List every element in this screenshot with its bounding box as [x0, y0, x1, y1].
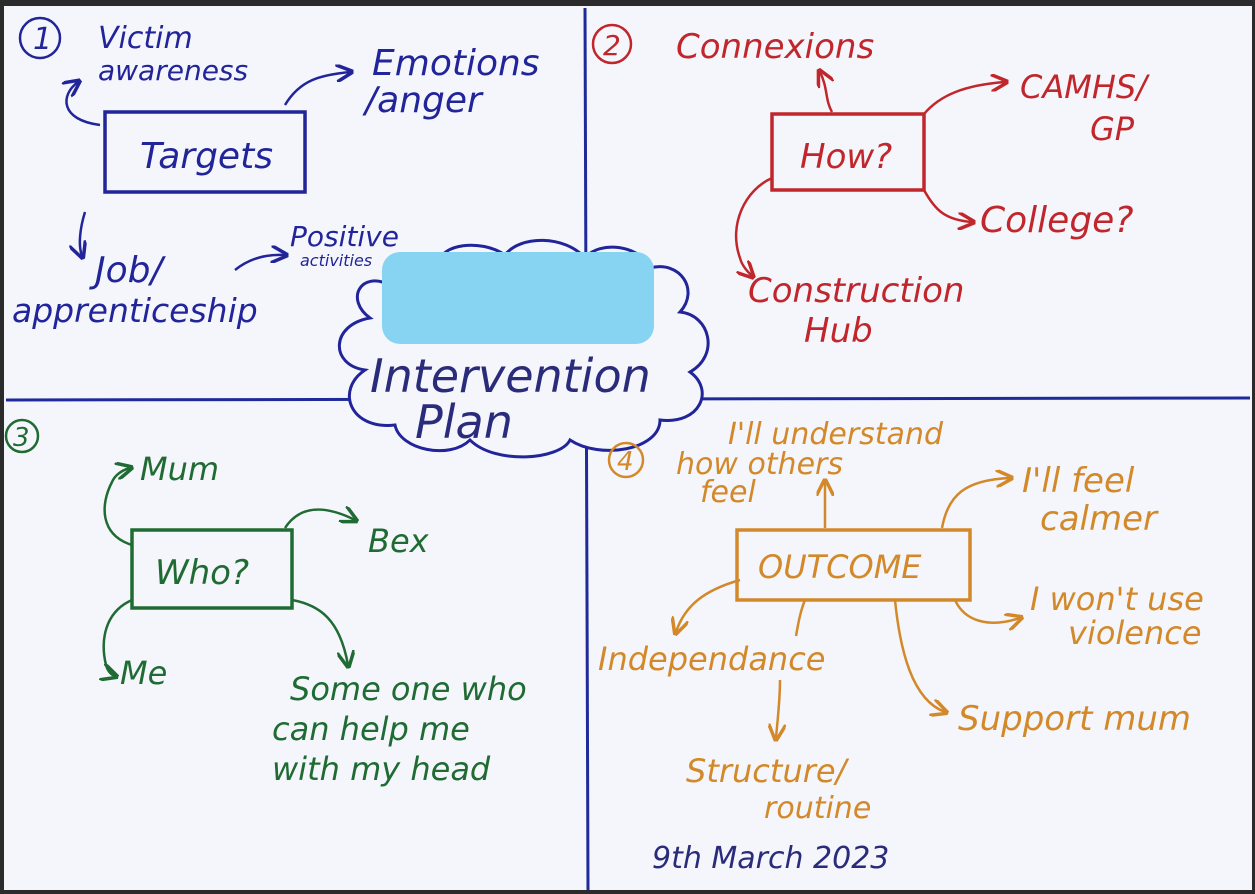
- q4-arrow-support: [893, 599, 945, 712]
- q4-line-independance: [794, 599, 807, 637]
- q1-emotions-line2: /anger: [362, 80, 484, 121]
- center-title-line1: Intervention: [370, 349, 651, 403]
- q3-me: Me: [120, 654, 167, 692]
- q1-arrow-victim: [66, 82, 101, 127]
- q2-arrow-connexions: [820, 72, 832, 113]
- q2-number-circle: [591, 23, 633, 65]
- q4-arrow-structure: [776, 679, 780, 738]
- q2-arrow-college: [922, 189, 972, 222]
- q4-violence-line1: I won't use: [1030, 580, 1204, 618]
- q3-number-circle: [4, 418, 40, 454]
- q1-arrow-emotions: [283, 72, 350, 106]
- q4-understand-line2: how others: [676, 447, 843, 482]
- q4-arrow-calmer: [940, 478, 1010, 529]
- q1-victim-line2: awareness: [98, 54, 248, 87]
- q4-calmer-line2: calmer: [1040, 499, 1159, 539]
- q1-arrow-job: [80, 211, 85, 256]
- q1-job-line1: Job/: [89, 250, 166, 291]
- vertical-divider: [583, 7, 590, 891]
- q4-number-circle: [607, 441, 645, 479]
- redacted-name: [382, 252, 654, 344]
- q4-number: 4: [617, 447, 634, 477]
- q3-mum: Mum: [140, 450, 219, 488]
- q3-someone-line1: Some one who: [290, 670, 527, 708]
- q1-targets-box: [103, 110, 307, 194]
- q3-someone-line2: can help me: [272, 710, 470, 748]
- q4-structure-line1: Structure/: [686, 752, 850, 790]
- q4-outcome-label: OUTCOME: [758, 548, 922, 586]
- q3-arrow-bex: [283, 510, 355, 529]
- q1-number-circle: [18, 16, 62, 60]
- q1-arrow-positive: [234, 255, 285, 271]
- q2-arrow-construction: [734, 176, 773, 276]
- q4-arrow-independance: [676, 578, 741, 632]
- q4-structure-line2: routine: [764, 791, 871, 826]
- q4-outcome-box: [735, 528, 972, 602]
- q3-who-box: [130, 528, 294, 610]
- q1-positive-line1: Positive: [290, 220, 399, 253]
- q1-targets-label: Targets: [140, 136, 273, 177]
- q3-who-label: Who?: [155, 553, 249, 593]
- q3-number: 3: [13, 423, 30, 453]
- q1-positive-line2: activities: [300, 251, 372, 270]
- q4-arrow-violence: [953, 599, 1020, 623]
- q4-understand-line1: I'll understand: [728, 417, 944, 452]
- q3-bex: Bex: [368, 522, 430, 560]
- q3-someone-line3: with my head: [272, 750, 491, 788]
- q4-calmer-line1: I'll feel: [1022, 461, 1135, 501]
- q2-construction-line1: Construction: [748, 271, 964, 311]
- q2-college: College?: [980, 200, 1133, 241]
- q2-arrow-camhs: [923, 82, 1005, 115]
- q2-camhs-line2: GP: [1090, 110, 1135, 148]
- q3-arrow-me: [104, 598, 133, 676]
- q4-independance: Independance: [598, 640, 825, 678]
- q2-how-label: How?: [800, 137, 892, 177]
- q4-support-mum: Support mum: [958, 699, 1191, 739]
- q2-number: 2: [603, 29, 621, 62]
- q1-number: 1: [33, 22, 52, 57]
- q4-understand-line3: feel: [700, 475, 756, 510]
- q3-arrow-someone: [291, 598, 348, 665]
- q2-camhs-line1: CAMHS/: [1020, 68, 1150, 106]
- q4-violence-line2: violence: [1068, 614, 1202, 652]
- date: 9th March 2023: [652, 841, 889, 876]
- q1-victim-line1: Victim: [98, 21, 193, 56]
- q3-arrow-mum: [103, 468, 132, 547]
- q2-connexions: Connexions: [676, 27, 874, 67]
- q1-emotions-line1: Emotions: [372, 43, 540, 84]
- q1-job-line2: apprenticeship: [12, 291, 258, 330]
- q2-construction-line2: Hub: [804, 311, 873, 351]
- center-title-line2: Plan: [415, 395, 513, 449]
- q2-how-box: [770, 112, 926, 192]
